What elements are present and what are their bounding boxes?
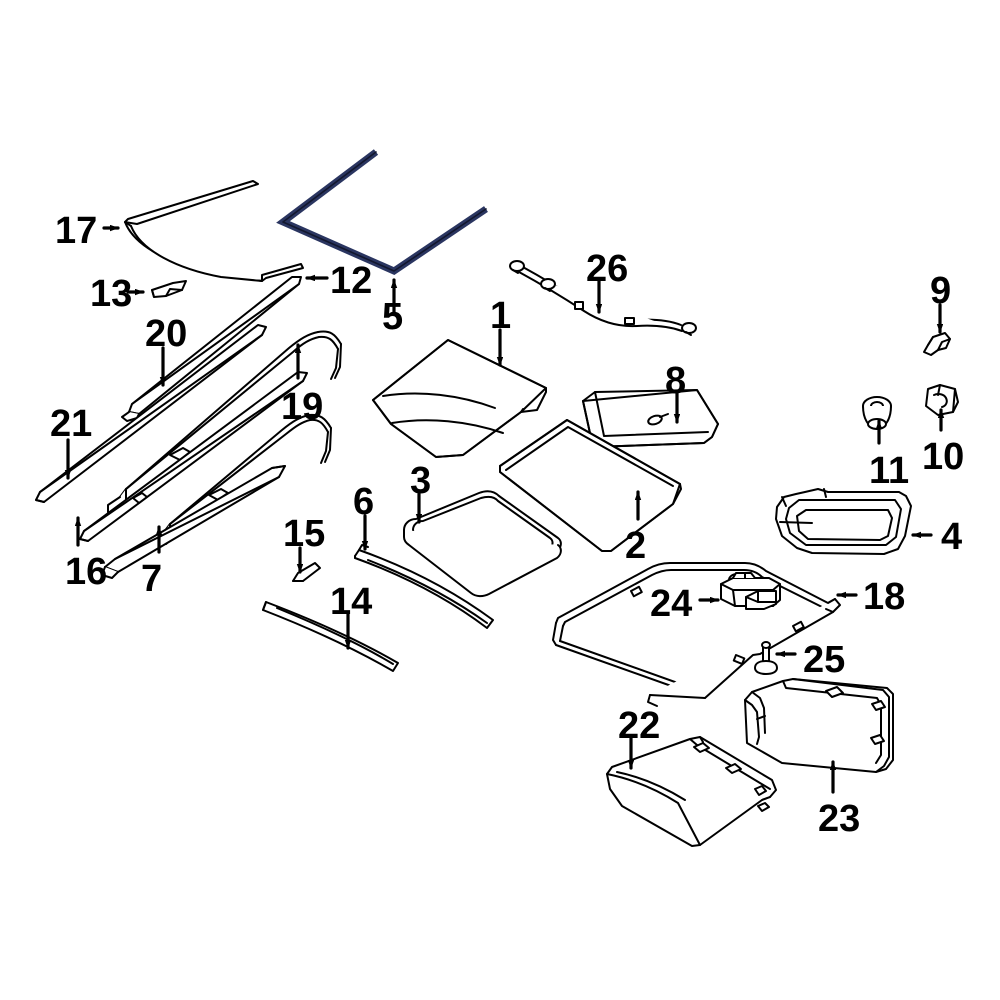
part-15-bracket-clip xyxy=(292,562,321,582)
callout-label-14: 14 xyxy=(330,581,373,623)
part-9-mounting-screw xyxy=(923,332,951,356)
callout-label-11: 11 xyxy=(869,450,910,492)
callout-label-12: 12 xyxy=(330,260,373,302)
callout-label-10: 10 xyxy=(922,436,965,478)
callout-label-7: 7 xyxy=(141,558,163,600)
part-21-outer-side-molding xyxy=(35,324,267,503)
callout-label-4: 4 xyxy=(941,516,963,558)
part-25-push-pin-fastener xyxy=(754,641,778,675)
callout-label-16: 16 xyxy=(65,551,108,593)
callout-label-15: 15 xyxy=(283,513,326,555)
callout-label-17: 17 xyxy=(55,210,98,252)
callout-label-3: 3 xyxy=(410,460,432,502)
part-8-wind-deflector-trim xyxy=(582,389,719,448)
part-11-rubber-grommet xyxy=(862,396,892,430)
part-5-sunroof-frame-seal-outline xyxy=(282,151,487,272)
callout-label-18: 18 xyxy=(863,576,906,618)
callout-label-23: 23 xyxy=(818,798,861,840)
part-4-sunroof-frame-panel xyxy=(775,488,912,555)
callout-label-5: 5 xyxy=(382,296,404,338)
part-5-sunroof-frame-seal-highlighted xyxy=(276,149,488,275)
callout-label-8: 8 xyxy=(665,360,687,402)
callout-label-26: 26 xyxy=(586,248,629,290)
part-2-sunshade-panel xyxy=(499,419,682,552)
callout-label-9: 9 xyxy=(930,270,952,312)
callout-label-22: 22 xyxy=(618,705,661,747)
part-10-retainer-clip xyxy=(925,384,959,416)
callout-label-21: 21 xyxy=(50,403,93,445)
callout-label-1: 1 xyxy=(490,295,512,337)
part-19-curved-guide-rail xyxy=(154,413,332,545)
part-16-inner-side-molding xyxy=(79,371,308,542)
part-17-roof-opening-weatherstrip xyxy=(124,180,304,282)
part-23-sunshade-frame xyxy=(744,678,894,773)
callout-label-6: 6 xyxy=(353,481,375,523)
callout-label-19: 19 xyxy=(281,386,324,428)
part-13-seal-retainer-clip xyxy=(151,280,187,298)
part-14-front-trim-molding xyxy=(262,601,399,672)
callout-label-13: 13 xyxy=(90,273,133,315)
callout-label-2: 2 xyxy=(625,525,647,567)
part-24-sunroof-motor xyxy=(720,572,781,610)
part-1-sunroof-glass-panel xyxy=(372,339,547,458)
part-22-rear-sunshade-panel xyxy=(606,736,777,847)
part-20-guide-rail xyxy=(107,330,342,514)
callout-label-20: 20 xyxy=(145,313,188,355)
callout-label-24: 24 xyxy=(650,583,693,625)
callout-label-25: 25 xyxy=(803,639,846,681)
leader-lines xyxy=(64,224,945,794)
part-7-side-trim-strip xyxy=(101,465,286,579)
